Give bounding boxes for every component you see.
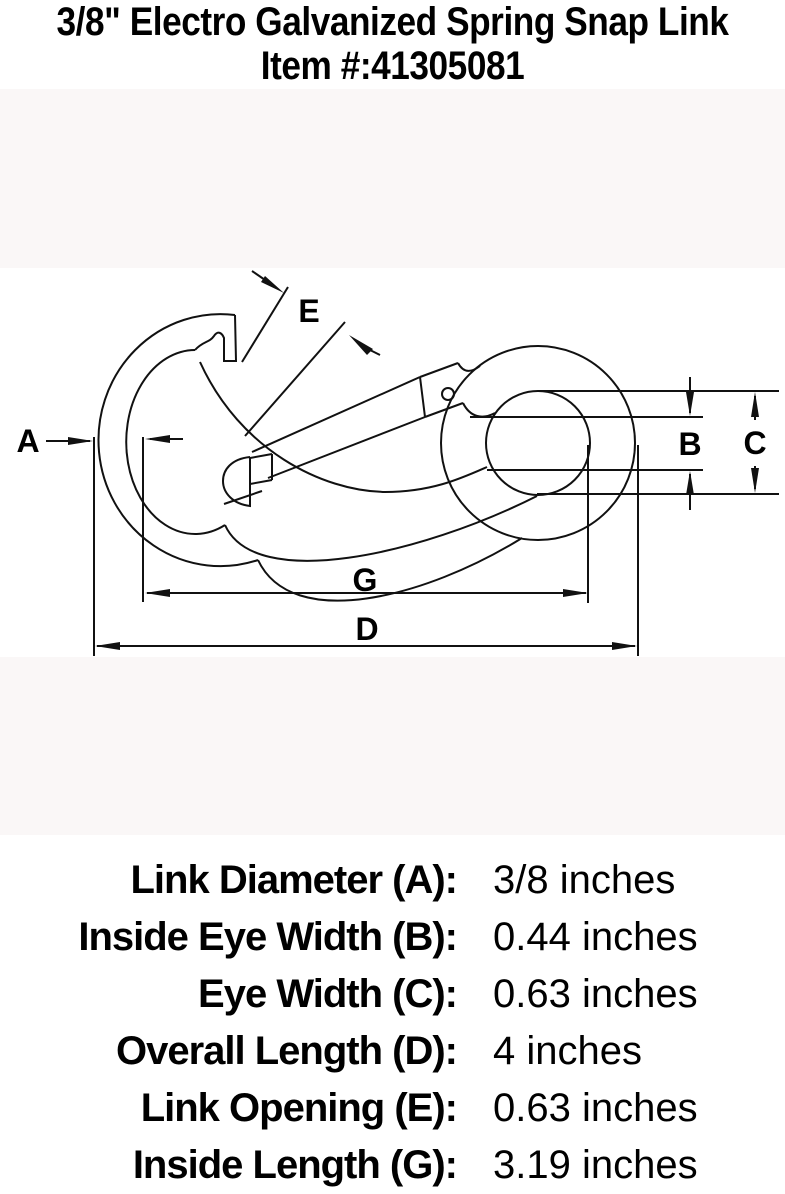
snap-link-technical-drawing: [46, 270, 779, 656]
dim-label-b: B: [678, 426, 702, 462]
dim-e-arrow-upper: [261, 276, 284, 293]
shank-outer-bottom-edge: [257, 537, 523, 602]
hook-inner-arc: [125, 349, 226, 535]
spec-value: 0.63 inches: [493, 1086, 698, 1130]
spec-label: Eye Width (C):: [198, 972, 458, 1016]
hook-outer-arc: [97, 313, 259, 568]
shank-inner-bottom-edge: [224, 495, 538, 562]
item-number: Item #:41305081: [260, 44, 525, 88]
dim-label-d: D: [355, 611, 379, 647]
spec-label: Inside Length (G):: [132, 1143, 458, 1187]
dim-d-arrow-right: [612, 642, 637, 650]
gate-tip-cap: [221, 456, 251, 508]
spec-label: Link Diameter (A):: [130, 858, 459, 902]
dim-label-c: C: [743, 425, 767, 461]
gate-plate: [419, 362, 464, 418]
title-block: 3/8" Electro Galvanized Spring Snap Link…: [47, 0, 738, 88]
bottom-gray-band: [0, 657, 785, 835]
dim-label-e: E: [298, 293, 320, 329]
spec-row-overall-length: Overall Length (D): 4 inches: [0, 1023, 785, 1080]
gate-bottom-edge: [267, 416, 426, 479]
spec-value: 4 inches: [493, 1029, 642, 1073]
eye-outer-circle: [440, 345, 636, 541]
dim-b-arrow-top: [686, 392, 694, 416]
dim-g-arrow-left: [145, 589, 170, 597]
spec-row-eye-width: Eye Width (C): 0.63 inches: [0, 966, 785, 1023]
spec-value: 0.63 inches: [493, 972, 698, 1016]
spec-value: 0.44 inches: [493, 915, 698, 959]
dim-a-arrow-inner: [145, 435, 170, 443]
spec-table: Link Diameter (A): 3/8 inches Inside Eye…: [0, 852, 785, 1194]
spec-row-link-opening: Link Opening (E): 0.63 inches: [0, 1080, 785, 1137]
dim-label-g: G: [352, 562, 378, 598]
dim-b-arrow-bottom: [686, 471, 694, 495]
shank-top-edge: [199, 361, 488, 494]
page-title: 3/8" Electro Galvanized Spring Snap Link: [56, 0, 729, 44]
spec-label: Overall Length (D):: [115, 1029, 458, 1073]
spec-row-link-diameter: Link Diameter (A): 3/8 inches: [0, 852, 785, 909]
dim-e-line-upper: [241, 286, 289, 363]
spec-row-inside-eye-width: Inside Eye Width (B): 0.44 inches: [0, 909, 785, 966]
eye-inner-circle: [485, 390, 591, 496]
spec-row-inside-length: Inside Length (G): 3.19 inches: [0, 1137, 785, 1194]
dim-a-arrow-outer: [68, 437, 93, 445]
dim-e-arrow-lower: [349, 335, 373, 355]
gate-top-edge: [251, 376, 421, 453]
spec-label: Inside Eye Width (B):: [78, 915, 458, 959]
top-gray-band: [0, 89, 785, 268]
spec-value: 3/8 inches: [493, 858, 676, 902]
gate-tip-foot: [223, 490, 263, 505]
dim-label-a: A: [16, 423, 40, 459]
dim-e-line-lower: [244, 321, 346, 437]
dim-c-arrow-top: [751, 392, 759, 417]
gate-plate-notch: [457, 362, 481, 372]
dim-g-arrow-right: [563, 589, 588, 597]
spec-value: 3.19 inches: [493, 1143, 698, 1187]
spec-label: Link Opening (E):: [140, 1086, 458, 1130]
gate-rivet-hole: [441, 387, 455, 401]
dim-c-arrow-bottom: [751, 468, 759, 493]
gate-plate-dip: [462, 402, 496, 418]
dim-d-arrow-left: [95, 642, 120, 650]
gate-tip-segment: [249, 453, 273, 485]
hook-tip-notch: [194, 314, 238, 362]
